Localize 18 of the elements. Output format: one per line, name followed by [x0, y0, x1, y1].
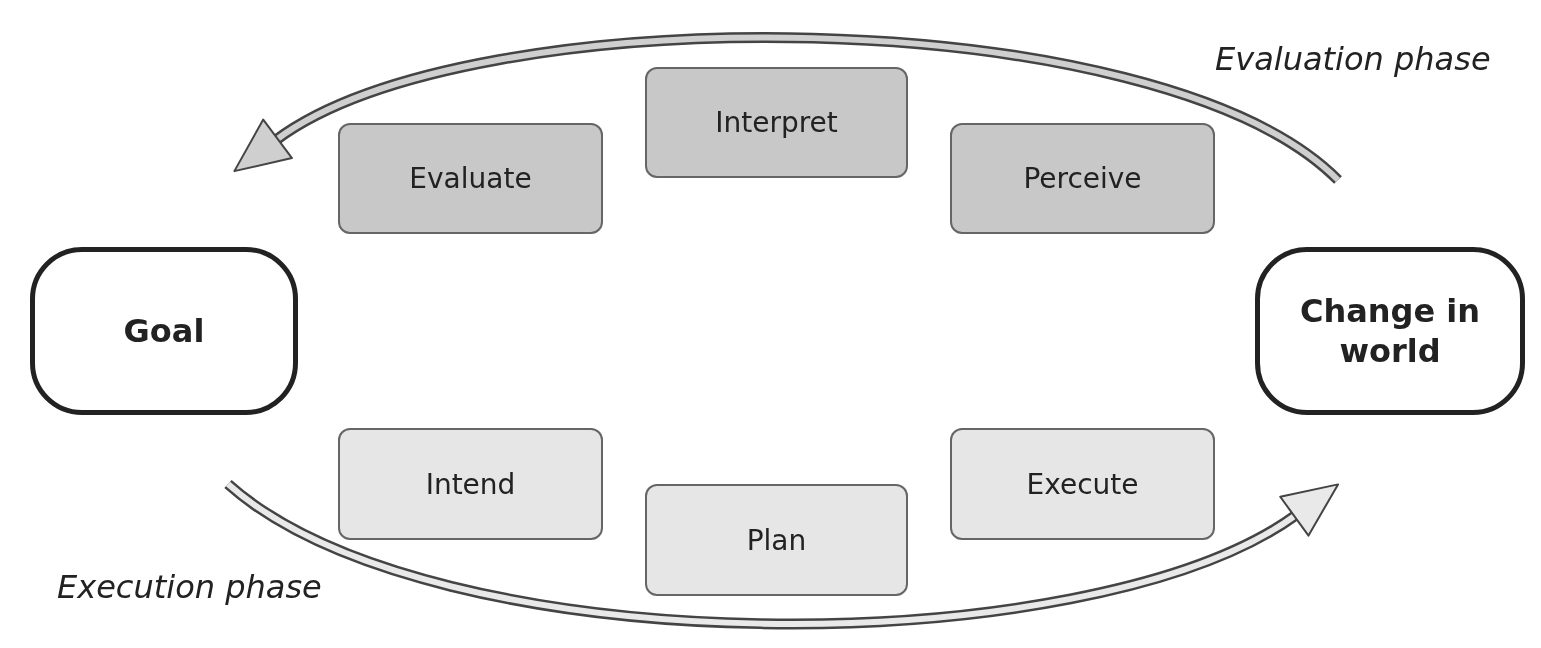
state-box — [30, 247, 298, 415]
box-label: Plan — [745, 522, 808, 558]
phase-label: Execution phase — [57, 568, 322, 606]
state-box — [1255, 247, 1525, 415]
box-label: Intend — [424, 466, 517, 502]
box-label: Evaluate — [408, 161, 533, 196]
step-box — [950, 428, 1215, 540]
phase-label: Evaluation phase — [1215, 40, 1491, 78]
box-label: Change in world — [1298, 291, 1482, 371]
step-box — [338, 428, 603, 540]
step-box — [645, 67, 908, 178]
step-box — [338, 123, 603, 234]
box-label: Perceive — [1022, 161, 1143, 196]
step-box — [645, 484, 908, 596]
box-label: Execute — [1025, 466, 1140, 502]
box-label: Interpret — [714, 105, 839, 140]
box-label: Goal — [122, 311, 206, 351]
step-box — [950, 123, 1215, 234]
